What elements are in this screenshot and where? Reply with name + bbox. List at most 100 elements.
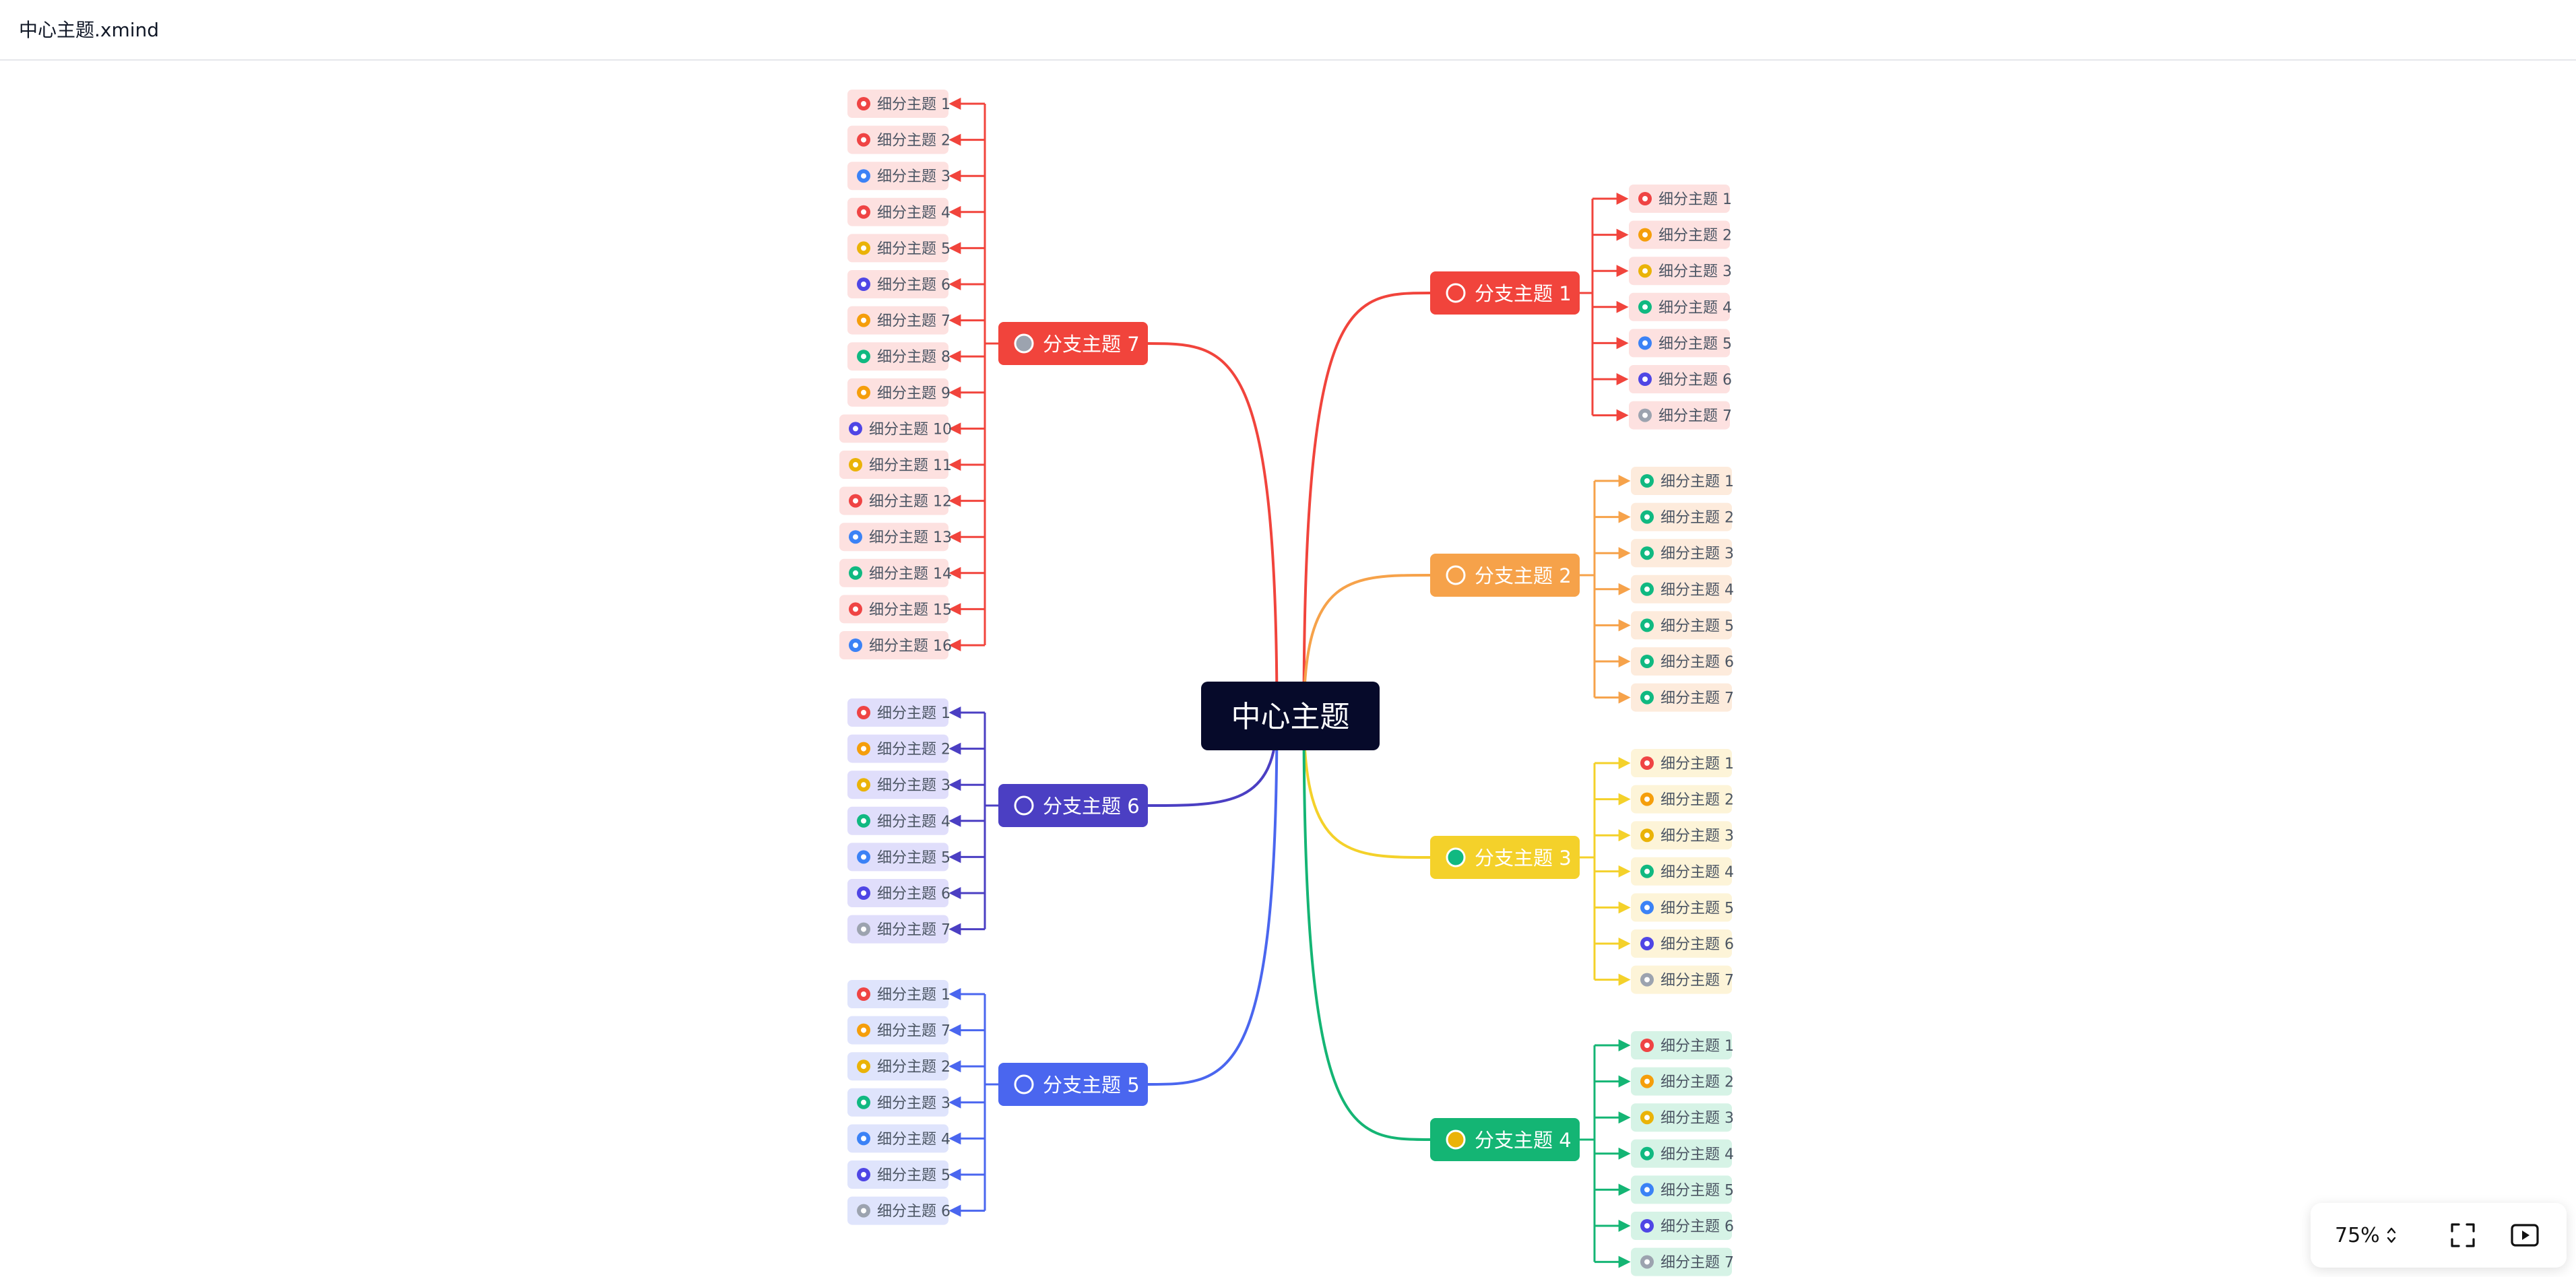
subtopic[interactable]: 细分主题 4: [1631, 857, 1734, 886]
subtopic[interactable]: 细分主题 3: [1631, 539, 1734, 568]
subtopic[interactable]: 细分主题 2: [1631, 785, 1734, 814]
branch-label: 分支主题 3: [1475, 847, 1572, 870]
subtopic[interactable]: 细分主题 5: [1631, 1175, 1734, 1204]
subtopic[interactable]: 细分主题 5: [847, 1160, 951, 1189]
subtopic[interactable]: 细分主题 4: [847, 1124, 951, 1153]
branch-topic[interactable]: 分支主题 4: [1430, 1118, 1580, 1161]
subtopic[interactable]: 细分主题 6: [847, 270, 951, 298]
file-title: 中心主题.xmind: [19, 19, 160, 41]
subtopic[interactable]: 细分主题 3: [847, 1088, 951, 1117]
subtopic-label: 细分主题 9: [877, 385, 951, 402]
subtopic[interactable]: 细分主题 1: [1631, 467, 1734, 495]
branch-connector: [1302, 292, 1431, 717]
branch-label: 分支主题 4: [1475, 1129, 1572, 1152]
subtopic-label: 细分主题 7: [1661, 973, 1734, 989]
subtopic-label: 细分主题 1: [877, 987, 951, 1004]
subtopic[interactable]: 细分主题 4: [1631, 1139, 1734, 1168]
subtopic[interactable]: 细分主题 5: [847, 234, 951, 263]
subtopic-label: 细分主题 3: [1659, 263, 1732, 280]
branch-connector: [1147, 715, 1279, 1086]
subtopic[interactable]: 细分主题 6: [1631, 1212, 1734, 1240]
subtopic-label: 细分主题 7: [1661, 690, 1734, 707]
subtopic[interactable]: 细分主题 4: [1631, 575, 1734, 603]
subtopic[interactable]: 细分主题 2: [1629, 220, 1732, 249]
branch-connector: [1147, 342, 1279, 717]
subtopic-label: 细分主题 10: [869, 421, 952, 438]
subtopic[interactable]: 细分主题 3: [1631, 1103, 1734, 1132]
branch-topic[interactable]: 分支主题 2: [1430, 554, 1580, 597]
subtopic[interactable]: 细分主题 15: [839, 595, 952, 624]
subtopic[interactable]: 细分主题 1: [847, 90, 951, 118]
subtopic[interactable]: 细分主题 6: [847, 1196, 951, 1225]
subtopic-label: 细分主题 7: [877, 1023, 951, 1040]
branch-label: 分支主题 7: [1043, 333, 1140, 356]
subtopic-label: 细分主题 7: [877, 922, 951, 939]
subtopic[interactable]: 细分主题 6: [1631, 929, 1734, 958]
subtopic[interactable]: 细分主题 6: [1631, 647, 1734, 676]
subtopic[interactable]: 细分主题 1: [1631, 749, 1734, 777]
subtopic[interactable]: 细分主题 4: [847, 806, 951, 835]
branch-topic[interactable]: 分支主题 3: [1430, 836, 1580, 879]
subtopic[interactable]: 细分主题 3: [847, 162, 951, 191]
subtopic[interactable]: 细分主题 7: [847, 1016, 951, 1045]
subtopic-label: 细分主题 7: [1661, 1255, 1734, 1272]
subtopic[interactable]: 细分主题 3: [1629, 257, 1732, 286]
subtopic-label: 细分主题 5: [1661, 900, 1734, 917]
subtopic[interactable]: 细分主题 2: [847, 125, 951, 154]
subtopic[interactable]: 细分主题 6: [1629, 365, 1732, 393]
subtopic[interactable]: 细分主题 2: [1631, 1067, 1734, 1096]
subtopic-label: 细分主题 5: [1659, 335, 1732, 352]
subtopic[interactable]: 细分主题 2: [847, 734, 951, 763]
subtopic[interactable]: 细分主题 12: [839, 486, 952, 515]
subtopic[interactable]: 细分主题 1: [1631, 1031, 1734, 1059]
subtopic[interactable]: 细分主题 5: [847, 843, 951, 872]
subtopic[interactable]: 细分主题 16: [839, 631, 952, 659]
subtopic[interactable]: 细分主题 2: [847, 1052, 951, 1081]
subtopic[interactable]: 细分主题 14: [839, 558, 952, 587]
branch-marker-icon: [1446, 283, 1466, 303]
subtopic[interactable]: 细分主题 7: [847, 915, 951, 944]
branch-topic[interactable]: 分支主题 7: [998, 322, 1148, 365]
subtopic[interactable]: 细分主题 5: [1629, 329, 1732, 358]
subtopic[interactable]: 细分主题 3: [1631, 821, 1734, 850]
subtopic[interactable]: 细分主题 6: [847, 879, 951, 907]
branch-topic[interactable]: 分支主题 6: [998, 784, 1148, 827]
subtopic[interactable]: 细分主题 1: [847, 698, 951, 727]
subtopic[interactable]: 细分主题 7: [1631, 683, 1734, 712]
canvas-toolbar: 75%: [2311, 1203, 2567, 1268]
branch-connector: [1302, 574, 1431, 717]
subtopic[interactable]: 细分主题 3: [847, 771, 951, 799]
subtopic[interactable]: 细分主题 13: [839, 523, 952, 552]
subtopic-label: 细分主题 1: [1661, 756, 1734, 773]
subtopic[interactable]: 细分主题 9: [847, 378, 951, 407]
subtopic[interactable]: 细分主题 5: [1631, 893, 1734, 922]
subtopic-label: 细分主题 16: [869, 638, 952, 655]
branch-topic[interactable]: 分支主题 1: [1430, 271, 1580, 315]
subtopic[interactable]: 细分主题 4: [1629, 292, 1732, 321]
subtopic[interactable]: 细分主题 10: [839, 414, 952, 443]
subtopic[interactable]: 细分主题 7: [1631, 965, 1734, 994]
central-topic[interactable]: 中心主题: [1201, 682, 1380, 750]
subtopic-label: 细分主题 2: [1661, 792, 1734, 809]
subtopic[interactable]: 细分主题 8: [847, 342, 951, 371]
subtopic[interactable]: 细分主题 11: [839, 451, 952, 479]
branch-label: 分支主题 2: [1475, 564, 1572, 587]
subtopic-label: 细分主题 5: [877, 240, 951, 257]
subtopic-label: 细分主题 6: [1661, 654, 1734, 671]
subtopic[interactable]: 细分主题 7: [847, 306, 951, 335]
zoom-select[interactable]: 75%: [2335, 1223, 2396, 1247]
subtopic-label: 细分主题 2: [877, 1059, 951, 1076]
fullscreen-icon[interactable]: [2449, 1222, 2476, 1249]
subtopic[interactable]: 细分主题 2: [1631, 502, 1734, 531]
subtopic[interactable]: 细分主题 7: [1629, 401, 1732, 430]
subtopic[interactable]: 细分主题 1: [1629, 185, 1732, 213]
branch-topic[interactable]: 分支主题 5: [998, 1063, 1148, 1106]
subtopic-label: 细分主题 1: [877, 705, 951, 722]
subtopic[interactable]: 细分主题 5: [1631, 611, 1734, 640]
subtopic[interactable]: 细分主题 7: [1631, 1247, 1734, 1276]
mindmap-canvas[interactable]: 分支主题 1 细分主题 1 细分主题 2 细分主题 3 细分主题 4 细分主题 5 细分主题…: [0, 62, 2576, 1277]
play-icon[interactable]: [2510, 1222, 2540, 1249]
subtopic[interactable]: 细分主题 1: [847, 980, 951, 1008]
subtopic-label: 细分主题 2: [877, 133, 951, 150]
subtopic[interactable]: 细分主题 4: [847, 197, 951, 226]
